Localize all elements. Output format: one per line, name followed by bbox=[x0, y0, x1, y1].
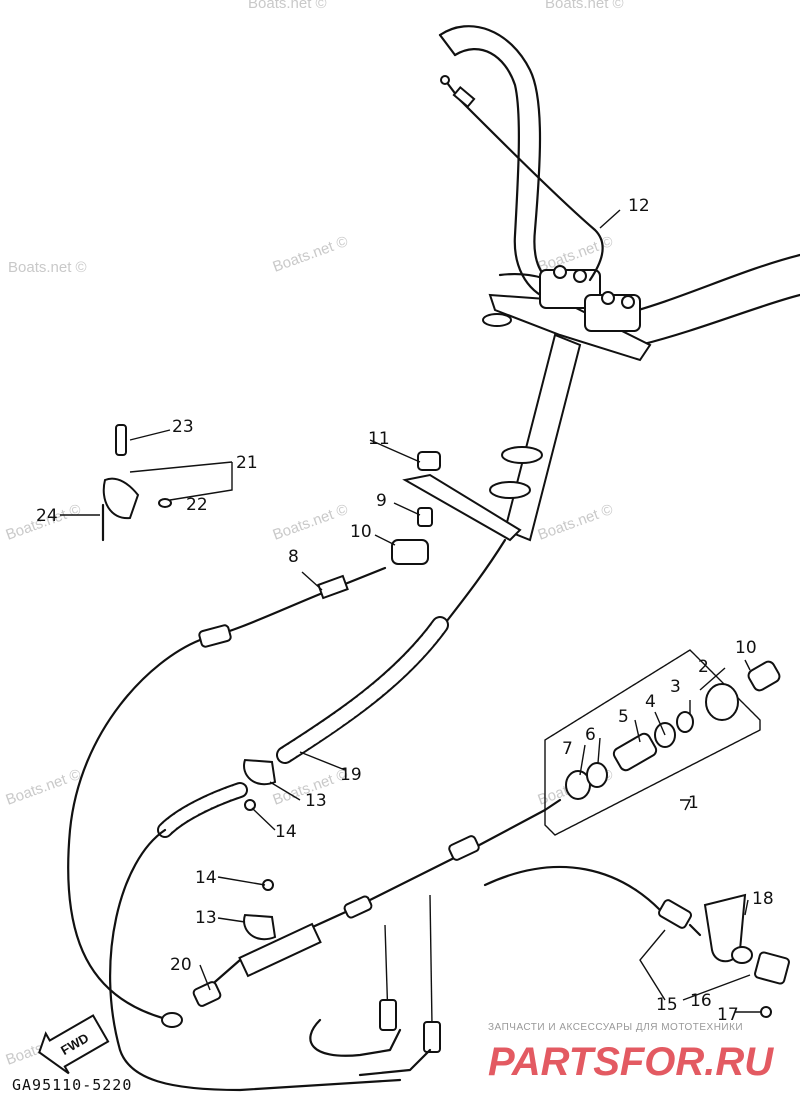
small-fittings bbox=[391, 451, 441, 565]
callout-13: 13 bbox=[195, 908, 217, 928]
leader-lines bbox=[60, 209, 760, 1013]
callout-8: 8 bbox=[288, 547, 299, 567]
callout-7: 7 bbox=[562, 739, 573, 759]
callout-9: 9 bbox=[376, 491, 387, 511]
cable-20 bbox=[109, 782, 547, 1092]
watermark: Boats.net © bbox=[271, 501, 351, 544]
callout-10: 10 bbox=[735, 638, 757, 658]
cable-19 bbox=[276, 538, 507, 764]
shift-cable bbox=[483, 865, 702, 937]
steering-column bbox=[402, 333, 582, 542]
callout-3: 3 bbox=[670, 677, 681, 697]
callout-19: 19 bbox=[340, 765, 362, 785]
callout-22: 22 bbox=[186, 495, 208, 515]
clips-13 bbox=[243, 758, 277, 941]
callout-16: 16 bbox=[690, 991, 712, 1011]
handlebar-clamp bbox=[482, 265, 652, 362]
clamp-assembly bbox=[101, 424, 172, 542]
callout-1: 1 bbox=[688, 793, 699, 813]
callout-24: 24 bbox=[36, 506, 58, 526]
watermark: Boats.net © bbox=[545, 0, 624, 12]
callout-6: 6 bbox=[585, 725, 596, 745]
kit-1 bbox=[543, 649, 781, 836]
callout-5: 5 bbox=[618, 707, 629, 727]
watermark: Boats.net © bbox=[536, 501, 616, 544]
brand-name: PARTSFOR.RU bbox=[488, 1040, 774, 1084]
fwd-arrow: FWD bbox=[38, 1014, 110, 1075]
callout-14: 14 bbox=[275, 822, 297, 842]
callout-20: 20 bbox=[170, 955, 192, 975]
callout-11: 11 bbox=[368, 429, 390, 449]
watermark: Boats.net © bbox=[271, 233, 351, 276]
callout-21: 21 bbox=[236, 453, 258, 473]
callout-10: 10 bbox=[350, 522, 372, 542]
callout-13: 13 bbox=[305, 791, 327, 811]
diagram-code: GA95110-5220 bbox=[12, 1076, 132, 1094]
callout-18: 18 bbox=[752, 889, 774, 909]
watermark: Boats.net © bbox=[8, 259, 87, 276]
brand-tagline: ЗАПЧАСТИ И АКСЕССУАРЫ ДЛЯ МОТОТЕХНИКИ bbox=[488, 1022, 743, 1033]
bracket-assembly bbox=[703, 893, 790, 1018]
watermark: Boats.net © bbox=[4, 766, 84, 809]
linkage-rods bbox=[309, 894, 441, 1077]
callout-17: 17 bbox=[717, 1005, 739, 1025]
callouts: 1 2 3 4 5 6 7 8 9 10 10 11 12 13 13 14 1… bbox=[36, 196, 774, 1025]
callout-15: 15 bbox=[656, 995, 678, 1015]
callout-12: 12 bbox=[628, 196, 650, 216]
throttle-cable bbox=[440, 75, 604, 282]
callout-14: 14 bbox=[195, 868, 217, 888]
callout-23: 23 bbox=[172, 417, 194, 437]
brand-watermark: ЗАПЧАСТИ И АКСЕССУАРЫ ДЛЯ МОТОТЕХНИКИ PA… bbox=[488, 1022, 774, 1084]
watermark: Boats.net © bbox=[248, 0, 327, 12]
callout-2: 2 bbox=[698, 657, 709, 677]
callout-4: 4 bbox=[645, 692, 656, 712]
